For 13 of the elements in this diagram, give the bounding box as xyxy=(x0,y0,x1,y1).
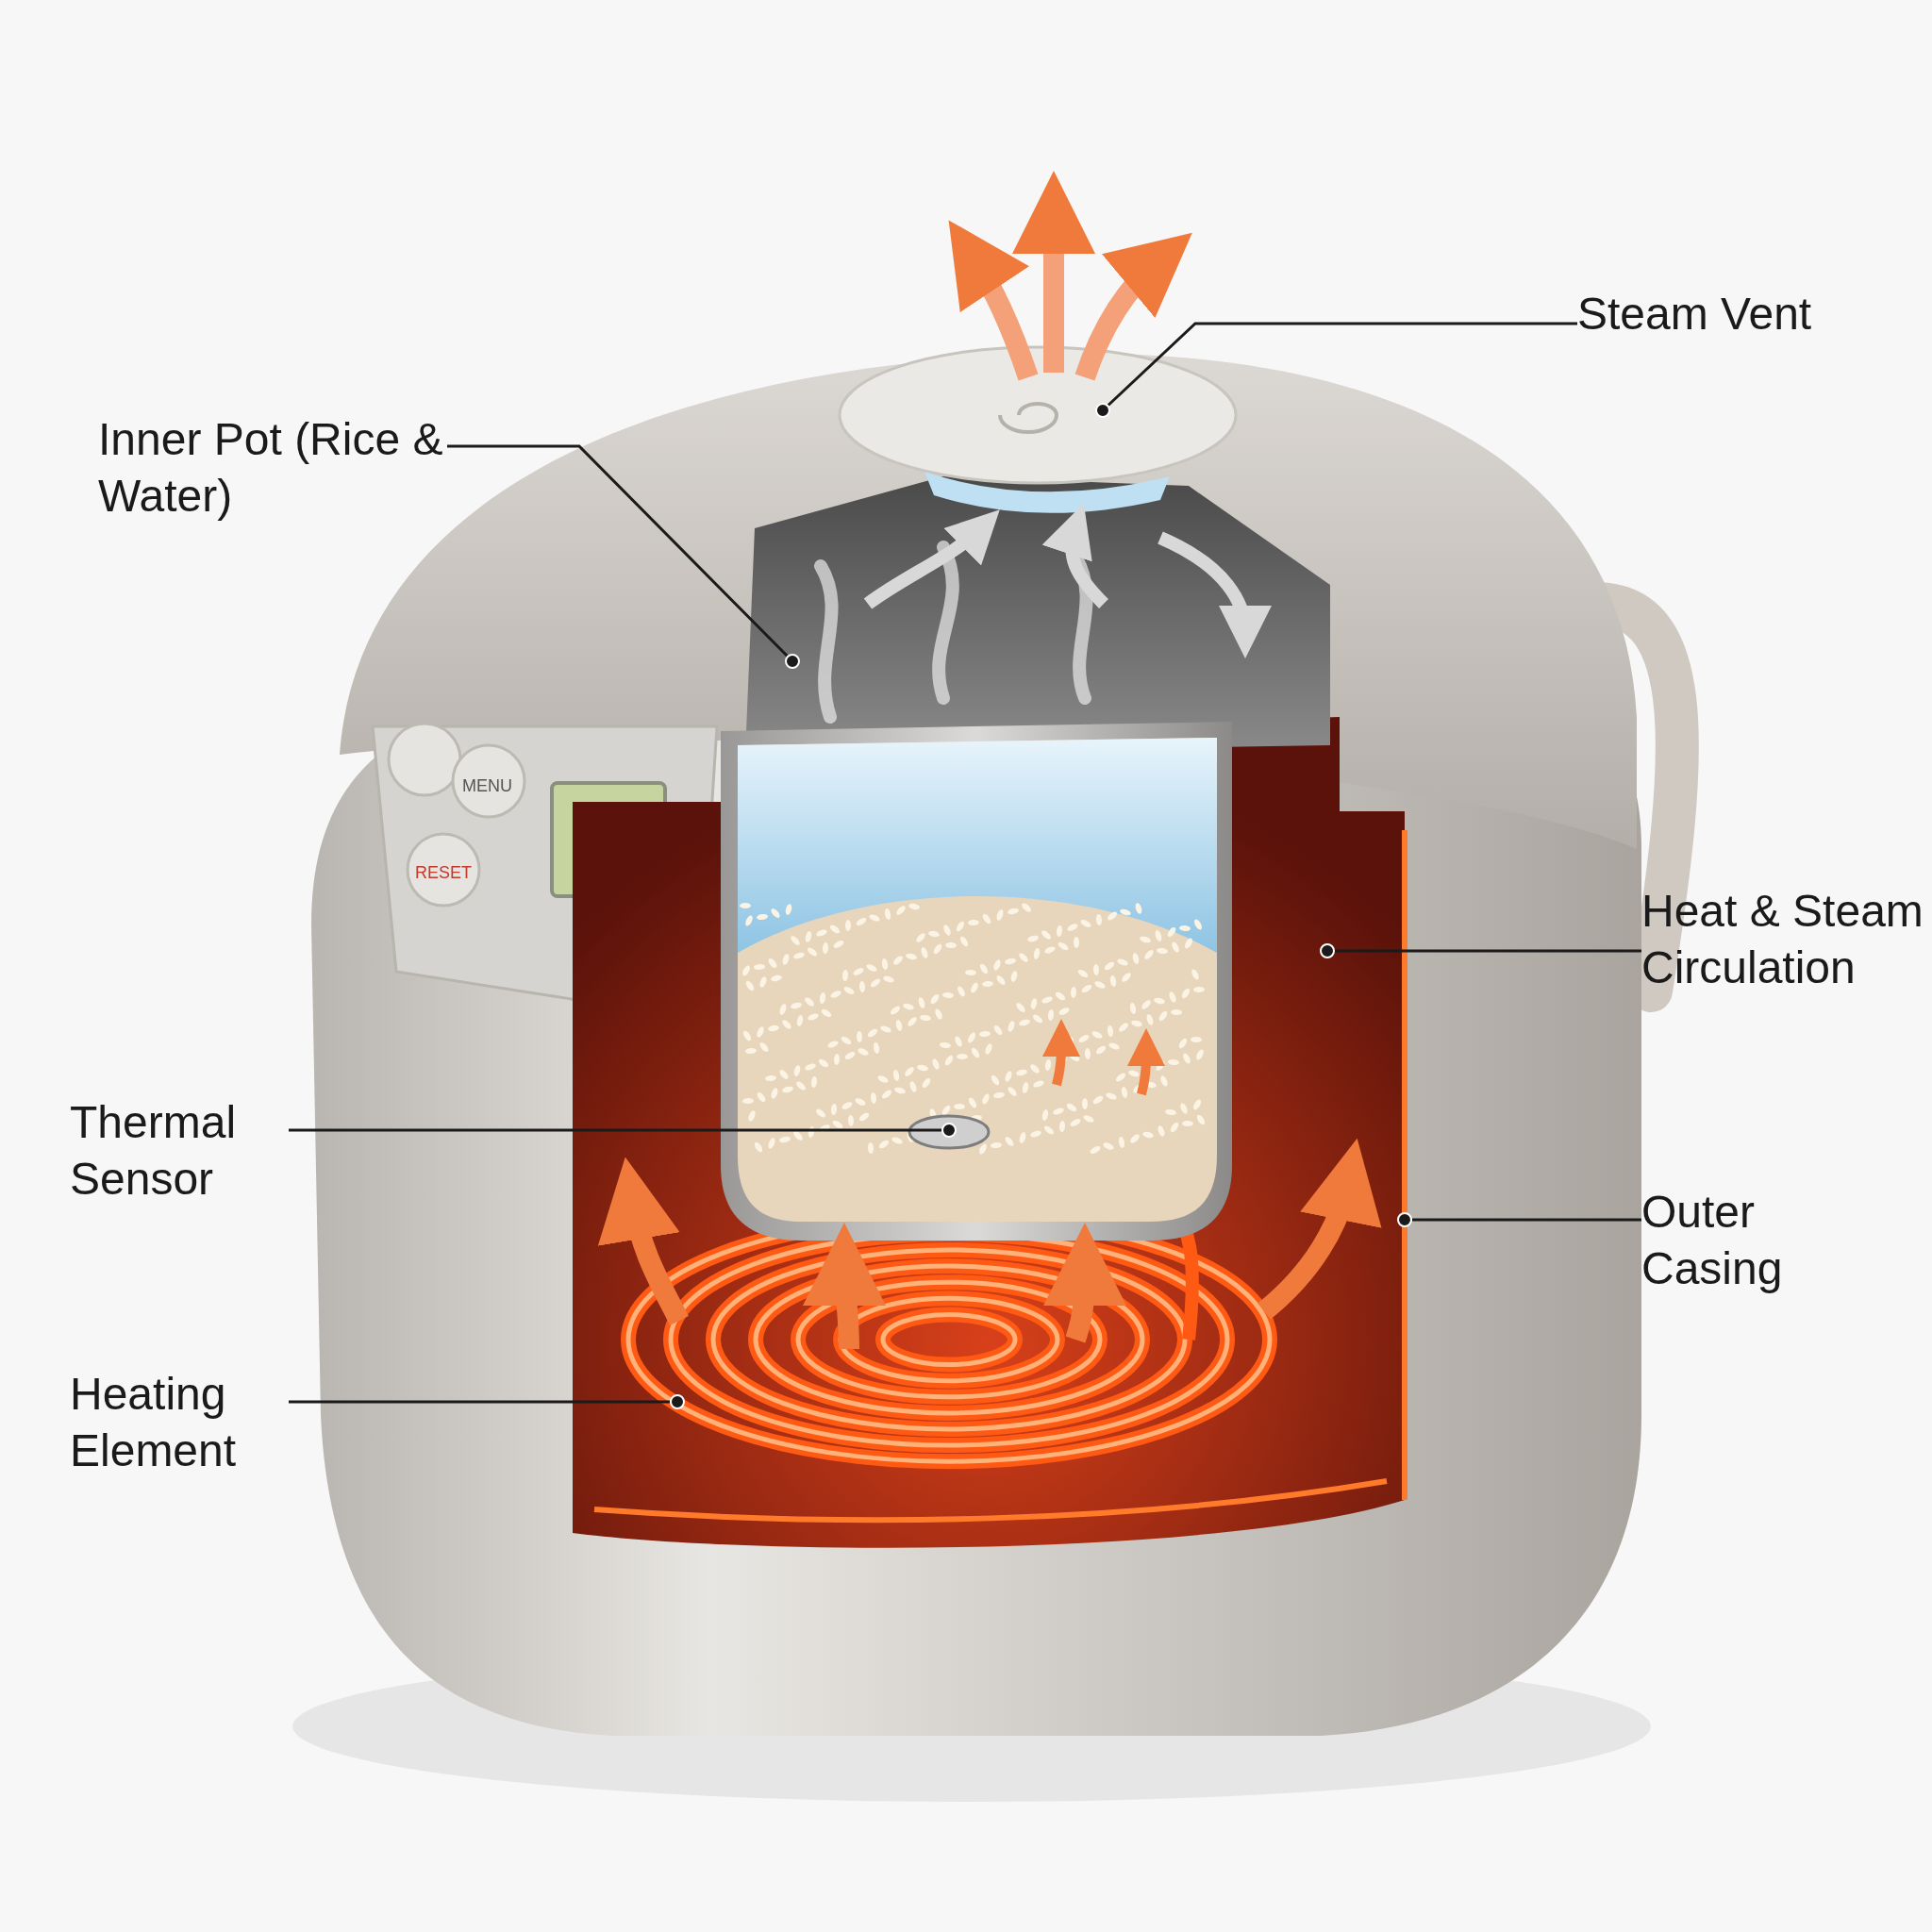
callout-label: Heat & Steam Circulation xyxy=(1641,885,1924,994)
callout-label: Heating Element xyxy=(70,1368,238,1477)
panel-text: MENU xyxy=(462,775,512,797)
callout-label: Inner Pot (Rice & Water) xyxy=(98,413,444,523)
leader-line xyxy=(1107,322,1577,407)
leader-line xyxy=(447,444,789,658)
leader-line xyxy=(289,1400,670,1404)
callout-label: Thermal Sensor xyxy=(70,1096,238,1206)
callout-label: Steam Vent xyxy=(1577,288,1813,341)
panel-text: RESET xyxy=(415,862,472,884)
callout-label: Outer Casing xyxy=(1641,1186,1784,1295)
leader-line xyxy=(1412,1218,1641,1222)
leader-line xyxy=(1335,949,1641,953)
